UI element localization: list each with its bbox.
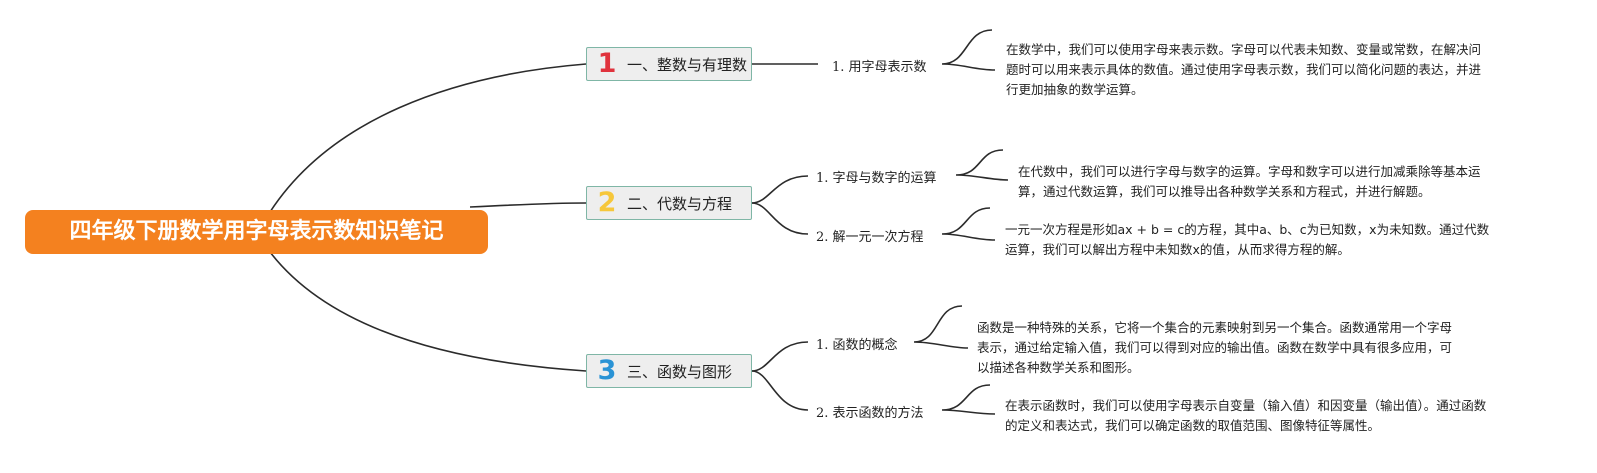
branch-label: 三、函数与图形	[627, 362, 733, 381]
branch-number-2: 2	[597, 187, 617, 218]
note-2-2: 一元一次方程是形如ax + b = c的方程，其中a、b、c为已知数，x为未知数…	[1005, 222, 1490, 257]
leaf-2-1-bracket	[955, 149, 1009, 181]
branch-topic-1[interactable]: 1 一、整数与有理数	[586, 47, 752, 81]
branch-topic-2[interactable]: 2 二、代数与方程	[586, 186, 752, 220]
root-to-branch-3	[269, 251, 587, 372]
branch-2-to-leaf-1	[751, 175, 809, 204]
root-topic[interactable]: 四年级下册数学用字母表示数知识笔记	[25, 210, 488, 254]
leaf-topic-3-2[interactable]: 2. 表示函数的方法	[816, 406, 924, 421]
leaf-3-1-bracket	[913, 305, 969, 349]
leaf-topic-2-1[interactable]: 1. 字母与数字的运算	[816, 171, 937, 186]
branch-topic-3[interactable]: 3 三、函数与图形	[586, 354, 752, 388]
branch-label: 二、代数与方程	[627, 194, 733, 213]
branch-number-3: 3	[597, 355, 617, 386]
leaf-1-1-bracket	[941, 29, 996, 71]
branch-3-to-leaf-2	[751, 370, 809, 411]
leaf-topic-3-1[interactable]: 1. 函数的概念	[816, 338, 898, 353]
note-2-1: 在代数中，我们可以进行字母与数字的运算。字母和数字可以进行加减乘除等基本运算，通…	[1018, 164, 1481, 199]
leaf-topic-1-1[interactable]: 1. 用字母表示数	[832, 60, 927, 75]
branch-3-to-leaf-1	[751, 341, 809, 372]
note-3-2: 在表示函数时，我们可以使用字母表示自变量（输入值）和因变量（输出值）。通过函数的…	[1005, 398, 1487, 433]
root-to-branch-2	[469, 202, 587, 208]
note-3-1: 函数是一种特殊的关系，它将一个集合的元素映射到另一个集合。函数通常用一个字母表示…	[977, 320, 1453, 375]
branch-label: 一、整数与有理数	[627, 55, 748, 74]
note-1-1: 在数学中，我们可以使用字母来表示数。字母可以代表未知数、变量或常数，在解决问题时…	[1006, 42, 1482, 97]
branch-2-to-leaf-2	[751, 202, 809, 235]
leaf-3-2-bracket	[941, 384, 996, 415]
leaf-2-2-bracket	[941, 207, 996, 241]
root-to-branch-1	[269, 63, 587, 213]
leaf-topic-2-2[interactable]: 2. 解一元一次方程	[816, 230, 924, 245]
branch-number-1: 1	[597, 48, 617, 79]
